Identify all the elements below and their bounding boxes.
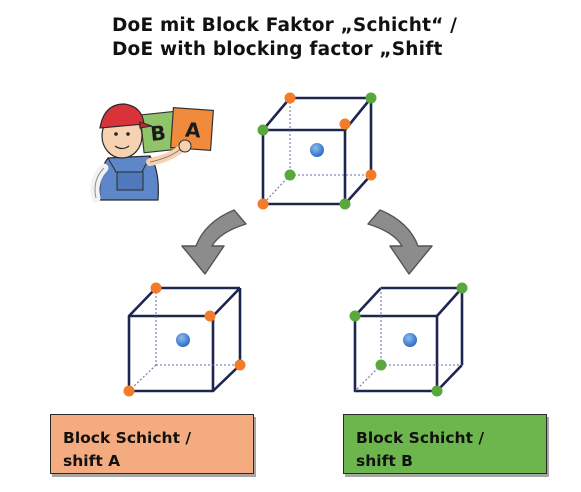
corner-point-orange bbox=[284, 92, 296, 104]
corner-point-green bbox=[456, 282, 468, 294]
card-b-letter: B bbox=[149, 120, 167, 145]
center-point bbox=[310, 143, 324, 157]
cube-block-shift-a bbox=[123, 282, 246, 397]
cube-block-shift-b bbox=[349, 282, 468, 397]
block-b-line2: shift B bbox=[356, 452, 413, 470]
block-b-line1: Block Schicht / bbox=[356, 429, 485, 447]
worker-illustration: B A bbox=[90, 103, 214, 203]
center-point bbox=[403, 333, 417, 347]
corner-point-green bbox=[431, 385, 443, 397]
block-label-shift-b: Block Schicht / shift B bbox=[343, 414, 547, 474]
corner-point-orange bbox=[234, 359, 246, 371]
arrow-right bbox=[367, 209, 433, 275]
title-line-english: DoE with blocking factor „Shift bbox=[112, 39, 443, 60]
corner-point-green bbox=[375, 359, 387, 371]
title-line-german: DoE mit Block Faktor „Schicht“ / bbox=[112, 15, 458, 36]
block-a-line2: shift A bbox=[63, 452, 121, 470]
cube-full-design bbox=[257, 92, 377, 210]
corner-point-orange bbox=[257, 198, 269, 210]
center-point bbox=[176, 333, 190, 347]
card-a: A bbox=[170, 107, 214, 151]
corner-point-orange bbox=[204, 310, 216, 322]
corner-point-orange bbox=[365, 169, 377, 181]
corner-point-green bbox=[339, 198, 351, 210]
block-a-line1: Block Schicht / bbox=[63, 429, 192, 447]
arrow-left bbox=[181, 209, 247, 275]
block-label-shift-a: Block Schicht / shift A bbox=[50, 414, 254, 474]
corner-point-orange bbox=[123, 385, 135, 397]
corner-point-green bbox=[349, 310, 361, 322]
corner-point-orange bbox=[150, 282, 162, 294]
corner-point-green bbox=[284, 169, 296, 181]
card-a-letter: A bbox=[184, 118, 202, 143]
corner-point-green bbox=[257, 124, 269, 136]
corner-point-green bbox=[365, 92, 377, 104]
diagram-title: DoE mit Block Faktor „Schicht“ / DoE wit… bbox=[112, 14, 572, 62]
corner-point-orange bbox=[339, 118, 351, 130]
